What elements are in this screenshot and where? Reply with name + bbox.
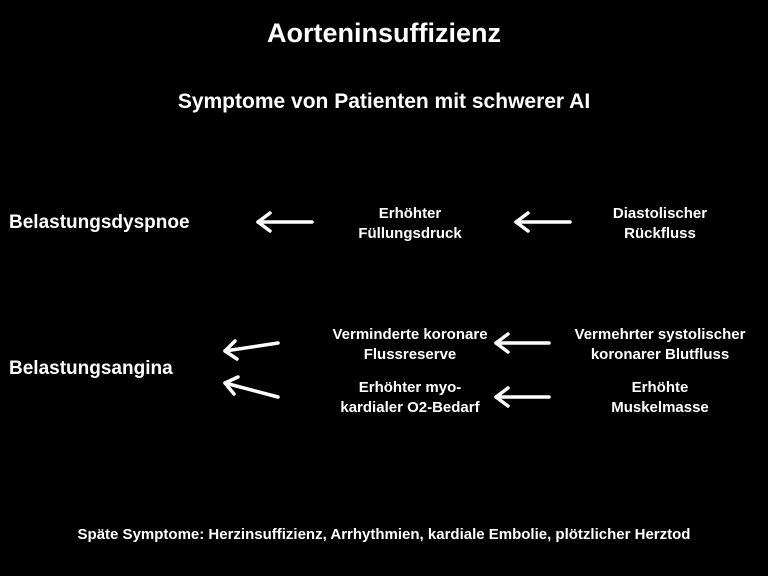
cause-line-1: Diastolischer: [612, 205, 708, 222]
arrow-left-icon: [514, 211, 572, 233]
mechanism-line-2: Füllungsdruck: [358, 225, 462, 242]
cause-line-2: Rückfluss: [624, 225, 696, 242]
slide-subtitle: Symptome von Patienten mit schwerer AI: [177, 90, 591, 113]
mechanism-line-2: kardialer O2-Bedarf: [340, 399, 480, 416]
mechanism-line-1: Erhöhter: [378, 205, 442, 222]
cause-line-2: koronarer Blutfluss: [590, 346, 730, 363]
mechanism-fuellungsdruck: Erhöhter Füllungsdruck: [330, 204, 490, 244]
cause-line-1: Erhöhte: [631, 379, 689, 396]
cause-systolischer-blutfluss: Vermehrter systolischer koronarer Blutfl…: [555, 325, 765, 365]
mechanism-line-1: Verminderte koronare: [332, 326, 488, 343]
mechanism-line-1: Erhöhter myo-: [358, 379, 462, 396]
symptom-belastungsangina: Belastungsangina: [9, 358, 173, 379]
arrow-left-icon: [223, 375, 280, 399]
late-symptoms-footer: Späte Symptome: Herzinsuffizienz, Arrhyt…: [77, 526, 691, 543]
mechanism-o2-bedarf: Erhöhter myo- kardialer O2-Bedarf: [310, 378, 510, 418]
mechanism-line-2: Flussreserve: [363, 346, 457, 363]
cause-line-2: Muskelmasse: [611, 399, 709, 416]
cause-diastolischer-rueckfluss: Diastolischer Rückfluss: [580, 204, 740, 244]
cause-muskelmasse: Erhöhte Muskelmasse: [580, 378, 740, 418]
arrow-left-icon: [494, 332, 551, 354]
arrow-left-icon: [223, 339, 280, 361]
symptom-belastungsdyspnoe: Belastungsdyspnoe: [9, 212, 190, 233]
mechanism-koronare-flussreserve: Verminderte koronare Flussreserve: [295, 325, 525, 365]
arrow-left-icon: [256, 211, 314, 233]
arrow-left-icon: [494, 386, 551, 408]
cause-line-1: Vermehrter systolischer: [574, 326, 746, 343]
slide-title: Aorteninsuffizienz: [267, 18, 501, 48]
